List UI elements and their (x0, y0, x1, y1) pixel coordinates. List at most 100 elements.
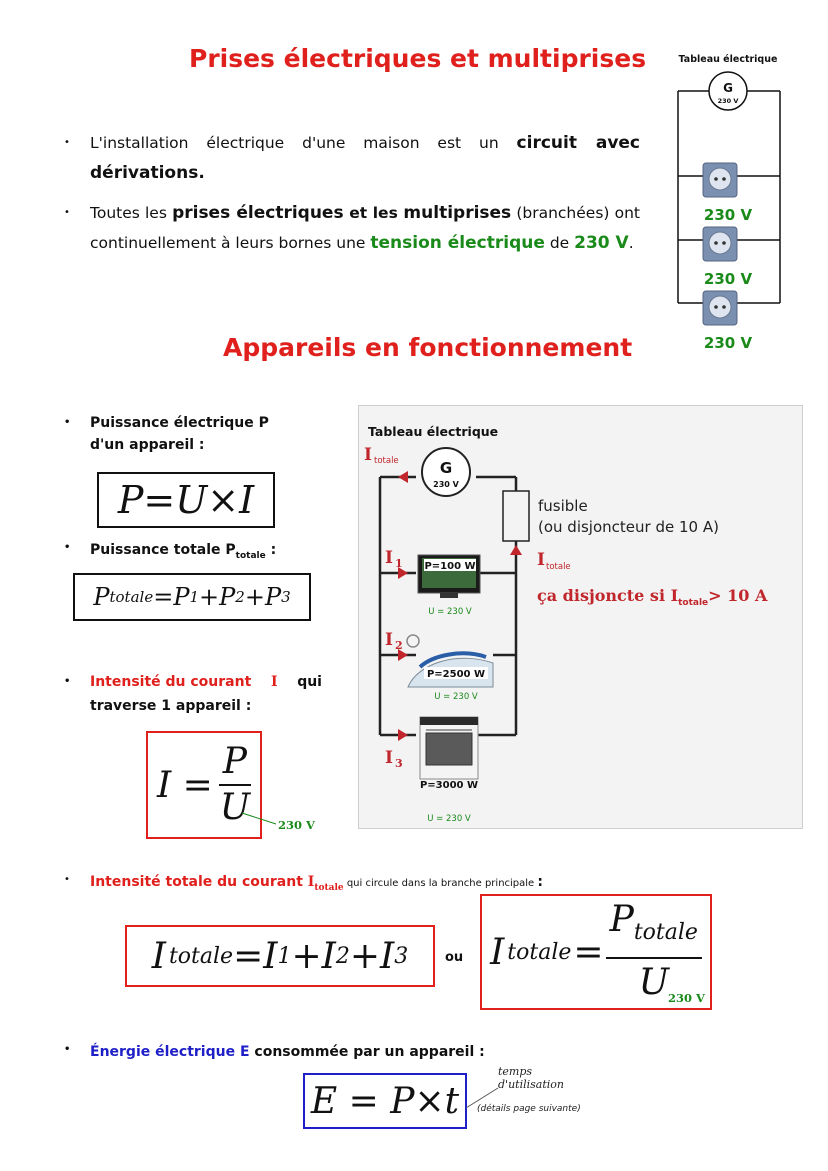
side-panel-diagram: Tableau électrique G 230 V 230 V 230 V 2… (677, 54, 781, 352)
circuit-generator (421, 447, 471, 497)
bullet-puissance-totale: • Puissance totale Ptotale : (64, 542, 277, 561)
branch-voltage: U = 230 V (434, 692, 478, 702)
branch-index: 1 (395, 557, 403, 570)
oven-icon (419, 716, 479, 780)
fuse-label: (ou disjoncteur de 10 A) (538, 518, 719, 536)
bullet-text: traverse 1 appareil : (90, 698, 252, 714)
outlet-label: 230 V (704, 206, 753, 224)
bullet-intensite-totale: • Intensité totale du courant Itotale qu… (64, 874, 543, 893)
intro-bullet-1: • L'installation électrique d'une maison… (64, 128, 641, 188)
title-appareils: Appareils en fonctionnement (223, 333, 633, 362)
arrow-up (510, 545, 522, 555)
intro-text: de (544, 234, 575, 252)
bullet-red: I (307, 874, 315, 890)
outlet-3 (702, 290, 738, 326)
formula-text: P (93, 583, 110, 611)
intro-text: L'installation électrique d'une maison e… (90, 134, 517, 152)
side-panel-header: Tableau électrique (679, 54, 778, 65)
bullet-dot: • (64, 137, 70, 148)
bullet-red: Intensité du courant (90, 674, 252, 690)
arrow-branch-2 (398, 649, 408, 661)
circuit-header: Tableau électrique (368, 424, 498, 439)
subscript: totale (314, 882, 344, 893)
bullet-intensite: • Intensité du courant I qui traverse 1 … (64, 670, 322, 718)
outlet-label: 230 V (704, 270, 753, 288)
time-note: d'utilisation (498, 1078, 564, 1091)
branch-index: 2 (395, 639, 403, 652)
branch-current: I (385, 548, 393, 568)
bullet-red: Intensité totale du courant (90, 874, 308, 890)
bullet-puissance: • Puissance électrique P d'un appareil : (64, 412, 269, 456)
intro-text: et les (343, 204, 404, 222)
branch-power: P=2500 W (427, 669, 485, 680)
bullet-text: : (265, 542, 277, 558)
arrow-left (398, 471, 408, 483)
intro-green: tension électrique (370, 233, 545, 253)
title-prises: Prises électriques et multiprises (189, 44, 647, 73)
formula-sub: totale (109, 588, 154, 606)
fuse-box (502, 490, 530, 542)
note-leader (241, 812, 277, 825)
intro-text: (branchées) ont continuellement à leurs … (90, 204, 640, 252)
formula-text: =P (153, 583, 190, 611)
branch-current: I (385, 748, 393, 768)
branch-voltage: U = 230 V (428, 607, 472, 617)
formula-numerator: P (218, 740, 252, 786)
time-note: temps (498, 1065, 533, 1078)
circuit-diagram: Tableau électrique I totale G 230 V fusi… (364, 424, 768, 824)
time-leader (465, 1087, 499, 1109)
formula-current: I = P U (146, 731, 262, 839)
voltage-note: 230 V (668, 991, 705, 1005)
gen-letter: G (440, 459, 452, 477)
bullet-blue: Énergie électrique E (90, 1044, 250, 1060)
branch-power: P=100 W (424, 561, 475, 572)
bullet-red: I (270, 674, 278, 690)
bullet-dot: • (64, 207, 70, 218)
label-i-total: I (537, 550, 545, 570)
formula-text: I = (156, 764, 213, 806)
outlet-2 (702, 226, 738, 262)
formula-text: P=U×I (117, 478, 255, 522)
branch-power: P=3000 W (420, 780, 478, 791)
bullet-text: qui (297, 674, 322, 690)
arrow-branch-1 (398, 567, 408, 579)
bullet-text: d'un appareil : (90, 437, 205, 453)
fuse-label: fusible (538, 497, 588, 515)
label-i-total-sub: totale (546, 562, 571, 572)
bullet-text: consommée par un appareil : (249, 1044, 485, 1060)
intro-bold: circuit avec dérivations. (90, 133, 641, 183)
branch-index: 3 (395, 757, 403, 770)
formula-text: E = P×t (310, 1080, 460, 1122)
ou-label: ou (445, 950, 464, 965)
branch-voltage: U = 230 V (427, 814, 471, 824)
side-gen-letter: G (723, 81, 733, 95)
intro-bold: multiprises (403, 203, 512, 223)
formula-power: P=U×I (97, 472, 275, 528)
intro-bold: prises électriques (172, 203, 344, 223)
formula-denominator: U (219, 787, 251, 828)
voltage-note: 230 V (278, 818, 315, 832)
arrow-branch-3 (398, 729, 408, 741)
gen-voltage: 230 V (433, 480, 459, 489)
side-gen-voltage: 230 V (718, 97, 739, 105)
intro-text: . (628, 234, 634, 252)
label-i-total: I (364, 445, 372, 465)
branch-current: I (385, 630, 393, 650)
bullet-text: qui circule dans la branche principale (343, 878, 538, 889)
side-generator (708, 71, 748, 111)
intro-text: Toutes les (90, 204, 173, 222)
intro-bullet-2: • Toutes les prises électriques et les m… (64, 198, 640, 258)
subscript: totale (235, 550, 266, 561)
bullet-text: : (537, 874, 543, 890)
bullet-text: Puissance totale P (90, 542, 236, 558)
intro-green: 230 V (574, 233, 629, 253)
bullet-text: Puissance électrique P (90, 415, 269, 431)
label-i-total-sub: totale (374, 456, 399, 466)
trip-text: ça disjoncte si Itotale> 10 A (537, 586, 768, 608)
outlet-label: 230 V (704, 334, 753, 352)
details-note: (détails page suivante) (477, 1104, 581, 1114)
bullet-energie: • Énergie électrique E consommée par un … (64, 1044, 485, 1060)
